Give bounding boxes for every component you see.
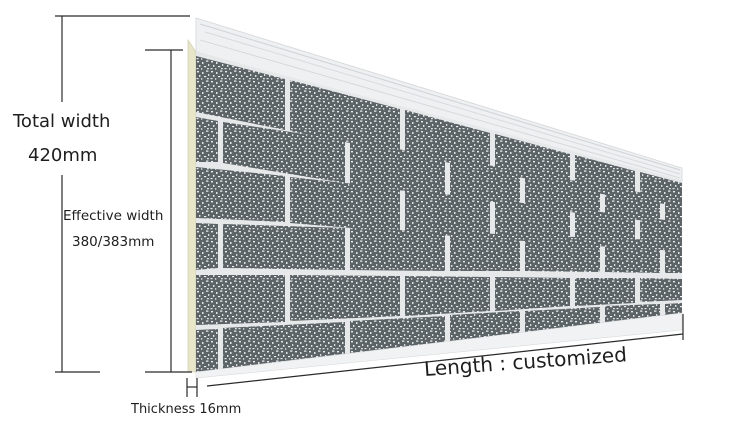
effective-width-label: Effective width [63, 208, 164, 224]
dimension-length [206, 314, 684, 387]
effective-width-value: 380/383mm [72, 234, 155, 250]
panel-foam-core-edge [187, 39, 197, 373]
total-width-value: 420mm [28, 145, 98, 166]
brick-rows [196, 56, 682, 372]
dimension-total-width [55, 15, 190, 373]
thickness-label: Thickness 16mm [131, 402, 242, 417]
dimension-effective-width [145, 49, 192, 373]
total-width-label: Total width [13, 111, 111, 132]
dimension-thickness [186, 378, 198, 397]
